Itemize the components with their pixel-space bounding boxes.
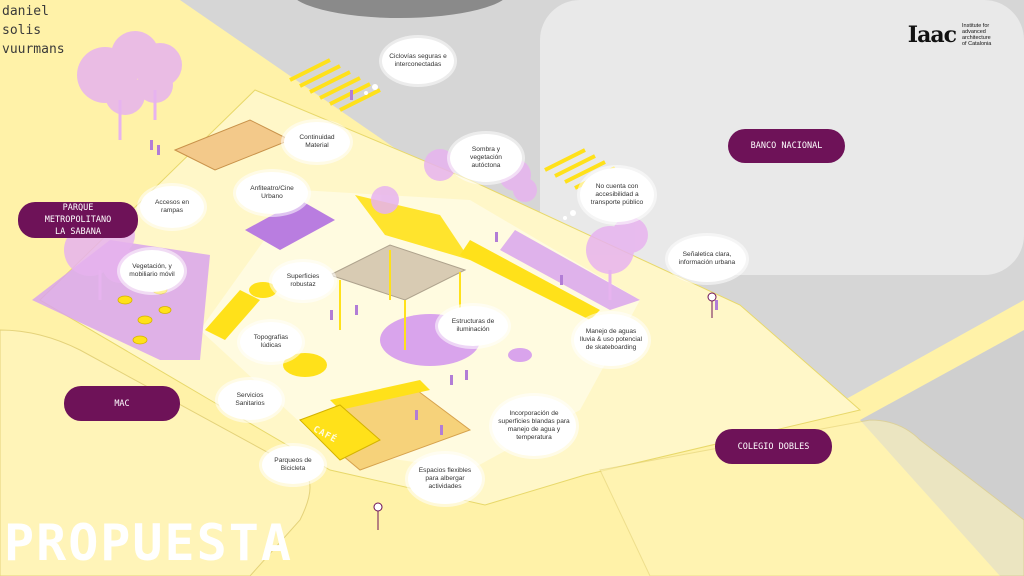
bubble-superficies: Superficies robustaz [272,262,334,300]
planters [117,285,172,345]
canopy-posts [339,250,461,350]
lilac-disc-east [508,348,532,362]
bubble-accesos: Accesos en rampas [140,186,204,228]
bubble-parqueos: Parqueos de Bicicleta [262,446,324,484]
yellow-strip-south [330,380,430,410]
bubble-ciclovias: Ciclovías seguras e interconectadas [382,38,454,84]
bubble-no-cuenta: No cuenta con accesibilidad a transporte… [580,168,654,222]
place-label-colegio: COLEGIO DOBLES [715,429,832,464]
logo-line-4: of Catalonia [962,41,992,47]
people [150,90,718,435]
bubble-topografias: Topografías lúdicas [240,322,302,362]
building-colegio-outline [599,419,1024,576]
logo-line-1: Institute for [962,23,990,29]
bubble-tail [570,210,576,216]
bubble-sombra: Sombra y vegetación autóctona [450,134,522,182]
bubble-tail [364,91,368,95]
bubble-tail [372,84,378,90]
bubble-senaletica: Señaletica clara, información urbana [668,236,746,282]
roundabout [297,0,503,18]
bubble-incorporacion: Incorporación de superficies blandas par… [492,396,576,456]
author-name: daniel solis vuurmans [2,2,65,59]
lighting-canopy [328,244,467,301]
place-label-parque: PARQUE METROPOLITANO LA SABANA [18,202,138,238]
bubble-vegetacion: Vegetación, y mobiliario móvil [120,250,184,292]
lilac-zone-east [500,230,640,310]
sign-post [373,292,717,530]
bubble-estructuras: Estructuras de iluminación [438,306,508,346]
cafe-kiosk [299,404,381,461]
bubble-manejo: Manejo de aguas lluvia & uso potencial d… [574,314,648,366]
page-title: PROPUESTA [4,514,293,572]
bubble-anfiteatro: Anfiteatro/Cine Urbano [236,172,308,214]
author-line-3: vuurmans [2,42,65,57]
place-label-mac: MAC [64,386,180,421]
bubble-servicios: Servicios Sanitarios [218,380,282,420]
tree-trunks [98,90,612,300]
author-line-1: daniel [2,4,49,19]
bubble-continuidad: Continuidad Material [284,122,350,162]
amphitheatre-seats [245,200,335,250]
parque-line-1: PARQUE METROPOLITANO [44,203,112,225]
parque-line-2: LA SABANA [54,227,102,237]
yellow-disc-1 [283,353,327,377]
place-label-banco: BANCO NACIONAL [728,129,845,163]
yellow-steps-east [460,240,600,320]
logo-mark: Iaac [907,22,957,48]
yellow-ramp-west [205,290,260,340]
author-line-2: solis [2,23,42,38]
logo-line-3: architecture [962,35,991,41]
yellow-disc-2 [249,282,277,298]
bubble-espacios: Espacios flexibles para albergar activid… [408,454,482,504]
logo-text: Institute for advanced architecture of C… [962,23,1004,47]
logo-line-2: advanced [962,29,986,35]
bubble-tail [563,216,567,220]
iaac-logo: Iaac Institute for advanced architecture… [908,22,1004,48]
